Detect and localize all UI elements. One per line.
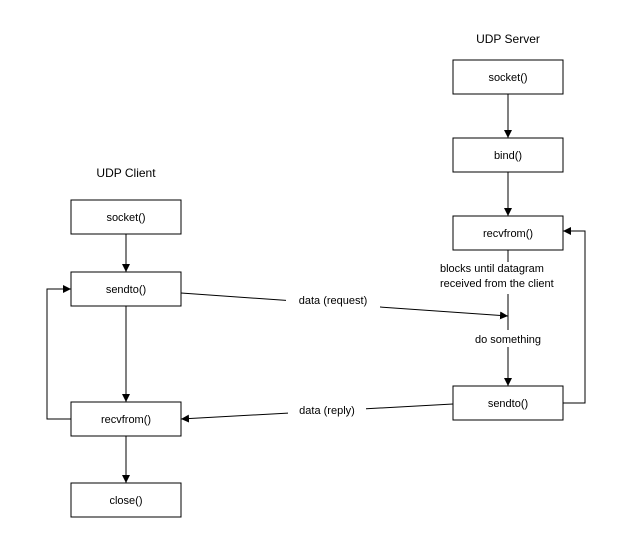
blocks-note-line1: blocks until datagram <box>440 263 544 275</box>
client-socket-label: socket() <box>106 212 145 224</box>
server-loop-back-arrow <box>563 227 586 404</box>
do-something-label-bg <box>464 330 552 347</box>
client-recvfrom-step: recvfrom() <box>70 401 182 437</box>
server-bind-label: bind() <box>494 150 522 162</box>
blocks-note-line2: received from the client <box>440 278 554 290</box>
reply-message-label: data (reply) <box>299 405 355 417</box>
server-sendto-step: sendto() <box>452 385 564 421</box>
client-close-step: close() <box>70 482 182 518</box>
server-bind-step: bind() <box>452 137 564 173</box>
client-loop-back-arrow <box>46 285 71 420</box>
request-label-bg <box>286 291 380 308</box>
client-recvfrom-label: recvfrom() <box>101 414 151 426</box>
request-message-label: data (request) <box>299 295 367 307</box>
client-sendto-step: sendto() <box>70 271 182 307</box>
client-title: UDP Client <box>96 166 156 180</box>
client-close-label: close() <box>109 495 142 507</box>
server-recvfrom-label: recvfrom() <box>483 228 533 240</box>
server-recvfrom-step: recvfrom() <box>452 215 564 251</box>
server-socket-step: socket() <box>452 59 564 95</box>
server-title: UDP Server <box>476 32 540 46</box>
do-something-note: do something <box>475 334 541 346</box>
server-sendto-label: sendto() <box>488 398 528 410</box>
server-socket-label: socket() <box>488 72 527 84</box>
client-sendto-label: sendto() <box>106 284 146 296</box>
client-socket-step: socket() <box>70 199 182 235</box>
reply-label-bg <box>288 401 366 418</box>
